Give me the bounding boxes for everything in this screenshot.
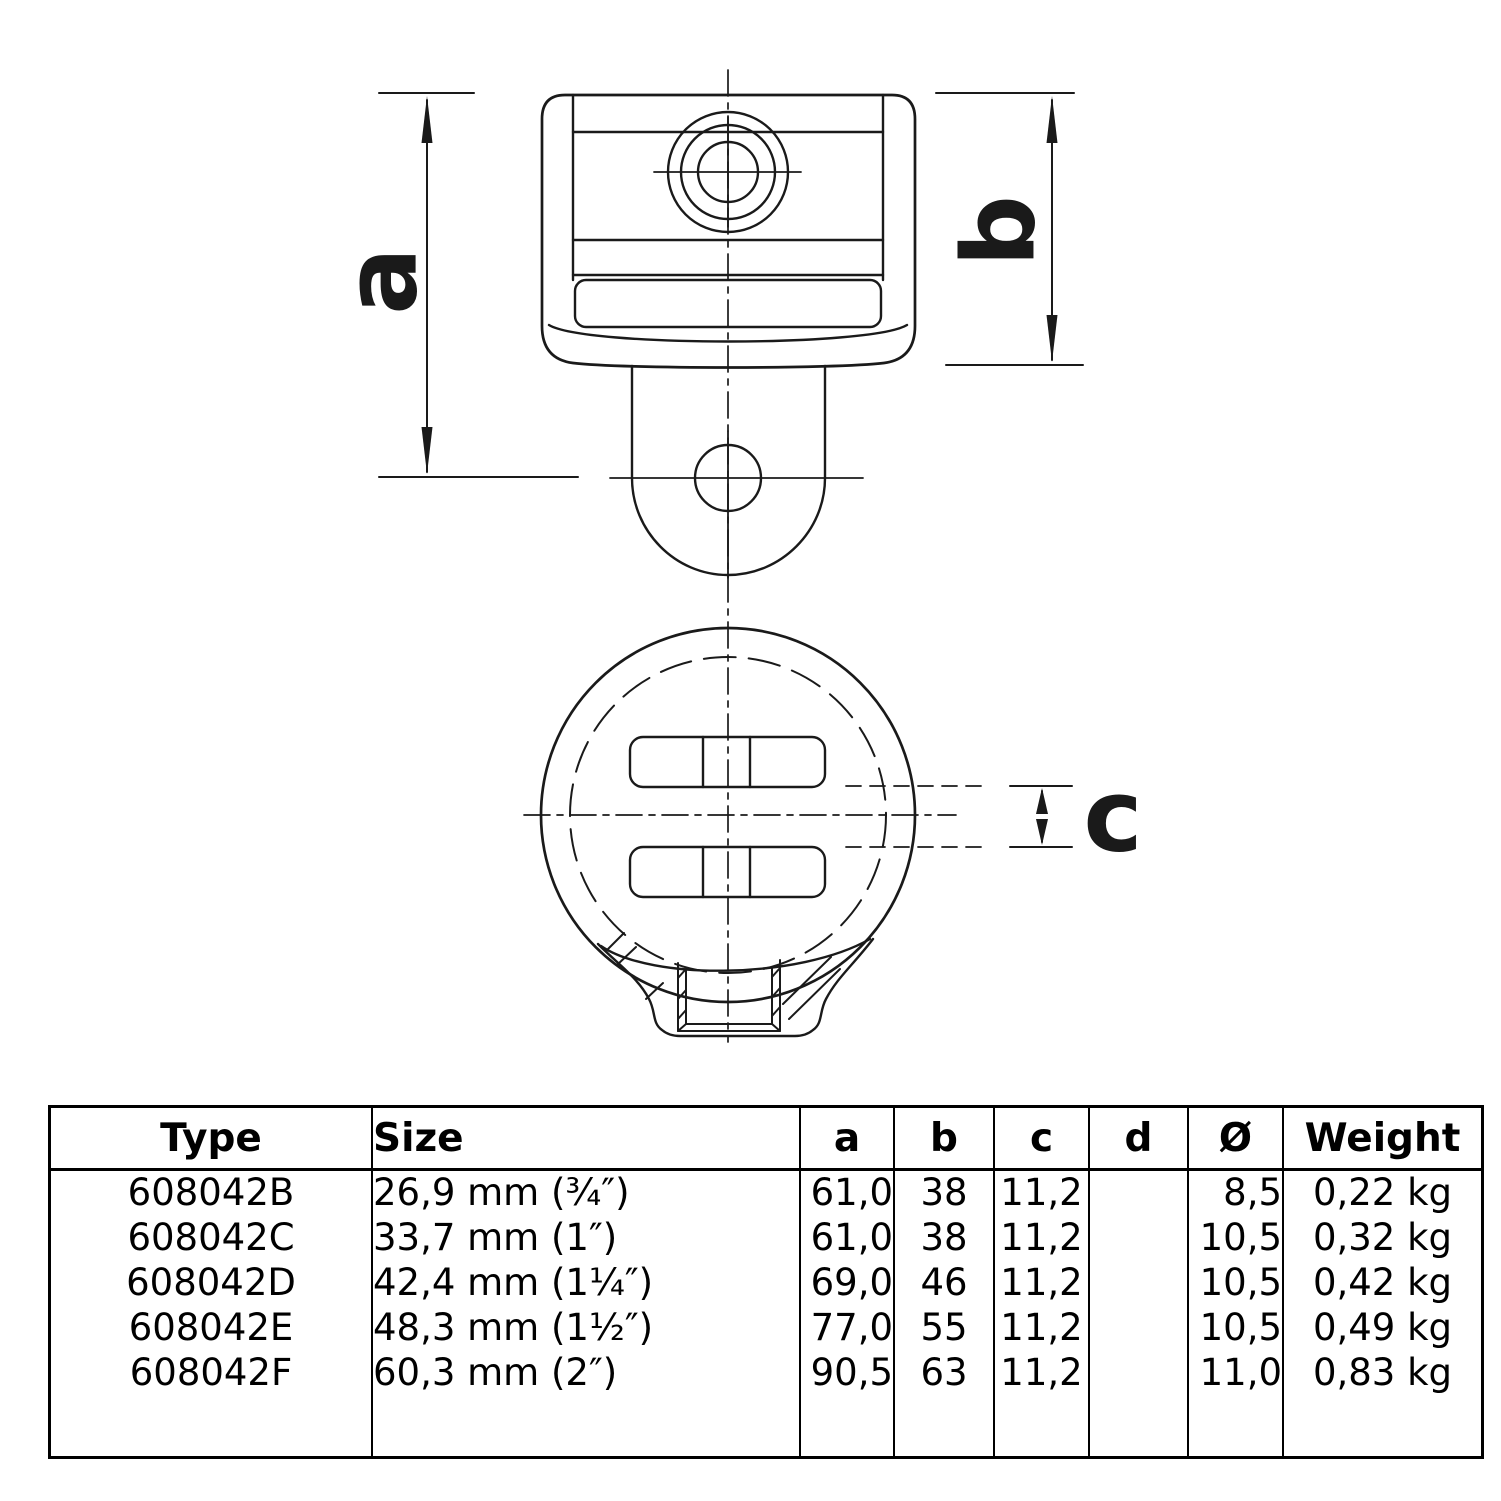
cell-type: 608042C [127, 1215, 295, 1259]
cell-b: 38 [893, 1169, 994, 1215]
table-row: 608042B 26,9 mm (¾″) 61,0 38 11,2 8,5 0,… [50, 1169, 1483, 1215]
cell-type: 608042F [129, 1350, 293, 1394]
table-row: 608042D 42,4 mm (1¼″) 69,0 46 11,2 10,5 … [50, 1259, 1483, 1305]
dim-a-arrow-down-icon [421, 427, 433, 474]
spec-table: Type Size a b c d Ø Weight 608042B 26,9 … [48, 1105, 1484, 1459]
cell-a: 61,0 [799, 1214, 894, 1260]
bottom-view [523, 626, 987, 1038]
cell-weight: 0,49 kg [1282, 1304, 1483, 1350]
cell-size: 33,7 mm (1″) [371, 1214, 800, 1260]
cell-a: 90,5 [799, 1349, 894, 1395]
cell-b: 55 [893, 1304, 994, 1350]
cell-size: 60,3 mm (2″) [371, 1349, 800, 1395]
dimension-b: b [935, 92, 1084, 366]
boss-hatch-right [782, 956, 841, 1020]
table-filler-row [50, 1394, 1483, 1458]
boss-outline [596, 937, 875, 1038]
cell-weight: 0,83 kg [1282, 1349, 1483, 1395]
cell-size: 42,4 mm (1¼″) [371, 1259, 800, 1305]
slot-lower [628, 845, 827, 899]
table-row: 608042C 33,7 mm (1″) 61,0 38 11,2 10,5 0… [50, 1214, 1483, 1260]
header-weight: Weight [1282, 1106, 1483, 1171]
cell-d [1088, 1259, 1188, 1305]
header-b: b [893, 1106, 994, 1171]
filler-cell [371, 1394, 800, 1458]
dim-c-label: c [1083, 758, 1142, 875]
cell-c: 11,2 [993, 1304, 1089, 1350]
boss-hatch-left [605, 932, 664, 1000]
header-type: Type [49, 1106, 372, 1171]
cell-diameter: 10,5 [1187, 1304, 1283, 1350]
filler-cell [799, 1394, 894, 1458]
cell-c: 11,2 [993, 1259, 1089, 1305]
header-size: Size [371, 1106, 800, 1171]
filler-cell [1088, 1394, 1188, 1458]
cell-weight: 0,22 kg [1282, 1169, 1483, 1215]
dimension-c: c [1009, 758, 1143, 875]
cell-a: 77,0 [799, 1304, 894, 1350]
filler-cell [893, 1394, 994, 1458]
slot-upper [628, 735, 827, 789]
cell-c: 11,2 [993, 1214, 1089, 1260]
header-a: a [799, 1106, 894, 1171]
cell-d [1088, 1349, 1188, 1395]
hole-hatch-left [677, 968, 687, 1020]
cell-d [1088, 1169, 1188, 1215]
dim-c-arrow-down-icon [1036, 819, 1048, 845]
cell-b: 46 [893, 1259, 994, 1305]
cell-size: 48,3 mm (1½″) [371, 1304, 800, 1350]
dim-c-arrow-up-icon [1036, 788, 1048, 814]
cell-a: 61,0 [799, 1169, 894, 1215]
cell-weight: 0,32 kg [1282, 1214, 1483, 1260]
table-row: 608042E 48,3 mm (1½″) 77,0 55 11,2 10,5 … [50, 1304, 1483, 1350]
cell-c: 11,2 [993, 1349, 1089, 1395]
cell-size: 26,9 mm (¾″) [371, 1169, 800, 1215]
hole-hatch-right [771, 967, 781, 1017]
cell-type: 608042E [128, 1305, 294, 1349]
dim-b-label: b [941, 195, 1058, 267]
cell-diameter: 11,0 [1187, 1349, 1283, 1395]
filler-cell [1282, 1394, 1483, 1458]
front-view [540, 69, 917, 1043]
cell-a: 69,0 [799, 1259, 894, 1305]
cell-weight: 0,42 kg [1282, 1259, 1483, 1305]
cell-d [1088, 1304, 1188, 1350]
filler-cell [50, 1395, 373, 1458]
cell-b: 38 [893, 1214, 994, 1260]
dimension-a: a [323, 92, 579, 478]
dim-b-arrow-up-icon [1046, 96, 1058, 143]
cell-type: 608042D [126, 1260, 296, 1304]
socket-hole [605, 932, 841, 1032]
dim-a-arrow-up-icon [421, 96, 433, 143]
header-d: d [1088, 1106, 1188, 1171]
cell-c: 11,2 [993, 1169, 1089, 1215]
header-diameter: Ø [1187, 1106, 1283, 1171]
cell-b: 63 [893, 1349, 994, 1395]
table-row: 608042F 60,3 mm (2″) 90,5 63 11,2 11,0 0… [50, 1349, 1483, 1395]
cell-diameter: 10,5 [1187, 1214, 1283, 1260]
hole-corner-right [771, 1023, 781, 1032]
spec-table-header-row: Type Size a b c d Ø Weight [49, 1106, 1483, 1171]
filler-cell [993, 1394, 1089, 1458]
body-bottom-lip [547, 323, 909, 343]
spec-table-container: Type Size a b c d Ø Weight 608042B 26,9 … [48, 1105, 1484, 1459]
drawing-views: a b [323, 69, 1143, 1043]
filler-cell [1187, 1394, 1283, 1458]
cell-diameter: 10,5 [1187, 1259, 1283, 1305]
cell-d [1088, 1214, 1188, 1260]
dim-a-label: a [323, 247, 440, 314]
header-c: c [993, 1106, 1089, 1171]
cell-diameter: 8,5 [1187, 1169, 1283, 1215]
dim-b-arrow-down-icon [1046, 315, 1058, 362]
cell-type: 608042B [127, 1171, 295, 1215]
hole-corner-left [677, 1023, 687, 1032]
boss-socket-arc [599, 937, 872, 972]
